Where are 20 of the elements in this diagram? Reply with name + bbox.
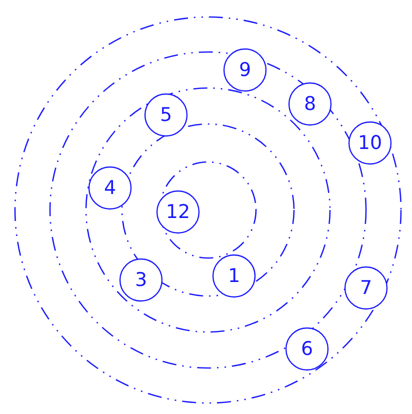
numbered-circle bbox=[88, 166, 132, 210]
callout-number: 12 bbox=[164, 200, 192, 225]
numbered-circle bbox=[212, 254, 256, 298]
callout-number: 1 bbox=[226, 264, 242, 289]
numbered-circle bbox=[288, 82, 332, 126]
callout-number: 6 bbox=[300, 337, 314, 362]
callout-number: 7 bbox=[358, 276, 374, 301]
callout-number: 3 bbox=[134, 268, 148, 293]
callout-number: 5 bbox=[158, 103, 174, 128]
numbered-circle bbox=[223, 48, 267, 92]
numbered-circle bbox=[156, 190, 200, 234]
numbered-circle bbox=[119, 258, 163, 302]
callout-number: 9 bbox=[238, 58, 252, 83]
numbered-circle bbox=[344, 266, 388, 310]
numbered-circle bbox=[348, 121, 392, 165]
numbered-circle bbox=[285, 327, 329, 371]
numbered-circle bbox=[144, 93, 188, 137]
callout-number: 8 bbox=[302, 92, 318, 117]
callout-number: 4 bbox=[102, 176, 118, 201]
callout-number: 10 bbox=[356, 131, 384, 156]
